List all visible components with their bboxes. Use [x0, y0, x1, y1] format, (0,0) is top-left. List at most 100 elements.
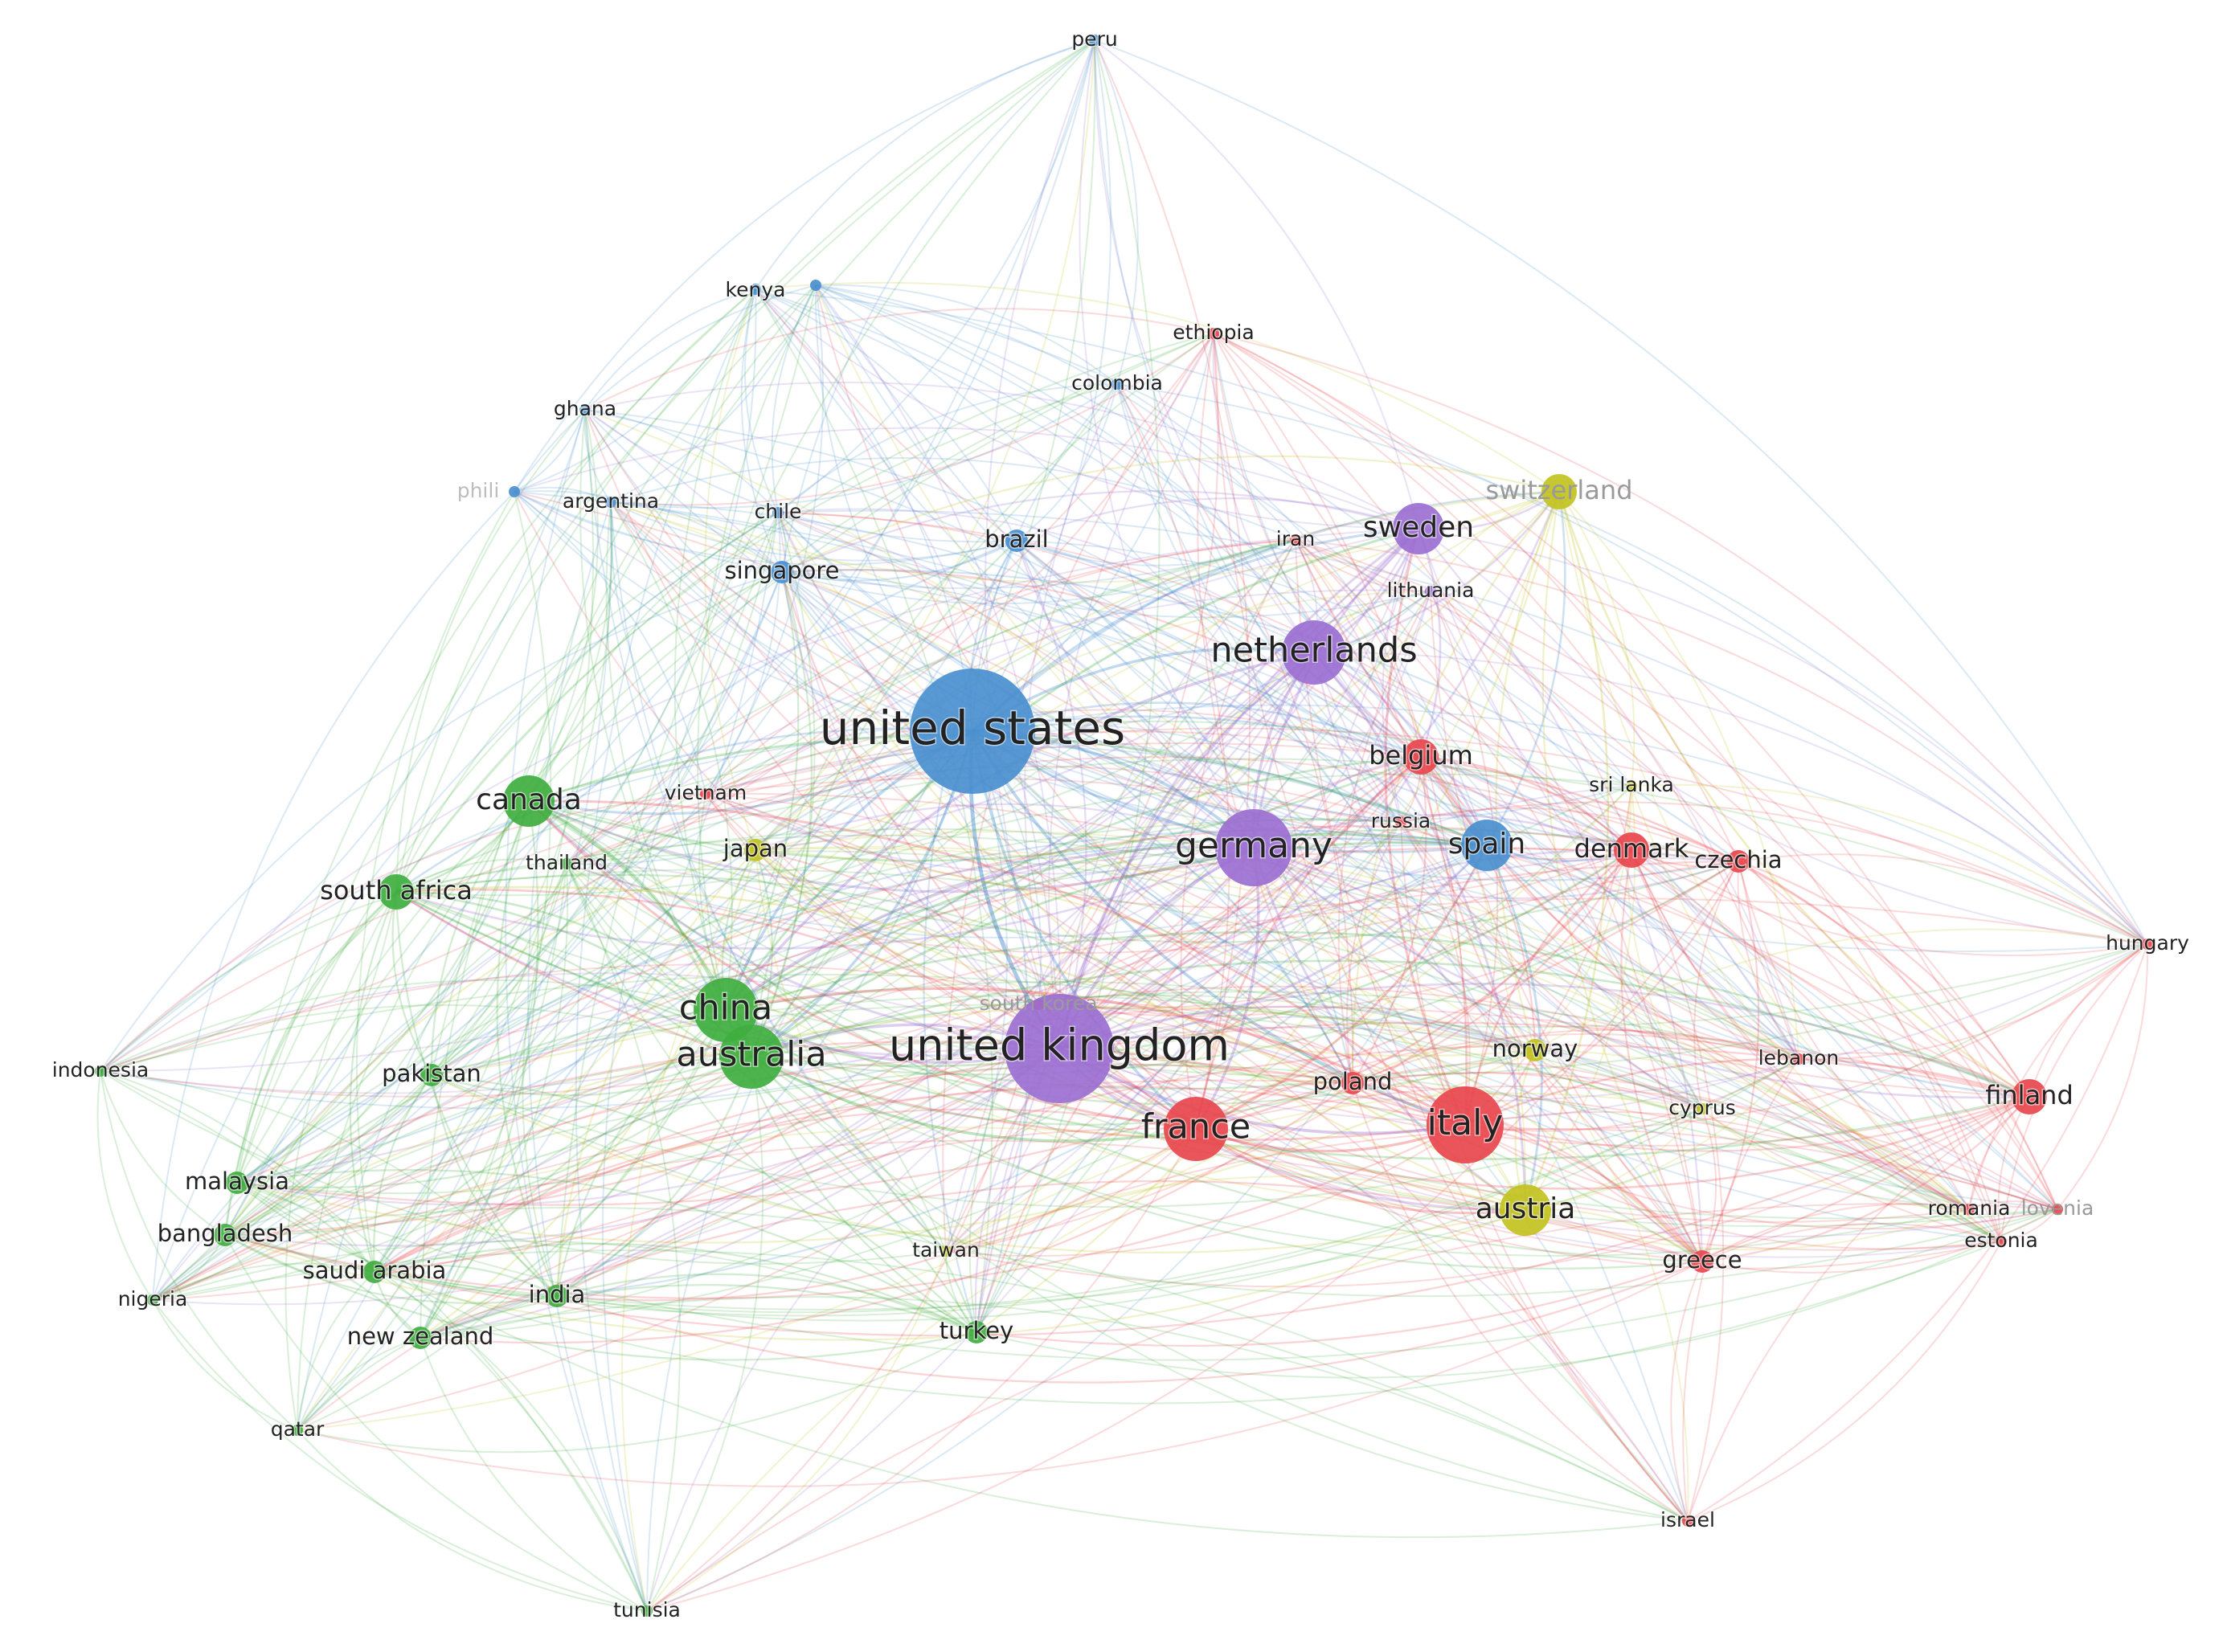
- network-edge: [755, 849, 1536, 1057]
- network-edge: [751, 539, 1296, 1057]
- network-edge: [152, 1249, 1689, 1522]
- node-sweden[interactable]: [1393, 503, 1444, 554]
- network-edge: [755, 528, 1419, 852]
- network-edge: [1352, 1072, 1970, 1210]
- node-finland[interactable]: [2012, 1079, 2047, 1114]
- network-edge: [556, 730, 974, 1297]
- node-label-russia: russia: [1371, 809, 1431, 832]
- network-edge: [1116, 383, 1230, 1130]
- network-edge: [584, 382, 1419, 530]
- network-edge: [297, 1009, 727, 1431]
- node-indonesia[interactable]: [95, 1065, 106, 1077]
- network-edge: [780, 571, 1060, 1049]
- node-estonia[interactable]: [1996, 1236, 2007, 1247]
- node-philippines[interactable]: [509, 486, 520, 497]
- node-switzerland[interactable]: [1541, 474, 1577, 509]
- network-edge: [514, 491, 1060, 1049]
- network-edge: [152, 1127, 1526, 1301]
- node-united-kingdom[interactable]: [1005, 994, 1114, 1103]
- network-edge: [1352, 1028, 1799, 1084]
- node-romania[interactable]: [1963, 1204, 1975, 1215]
- node-france[interactable]: [1164, 1097, 1228, 1161]
- network-edge: [725, 987, 1466, 1127]
- network-edge: [1620, 849, 1704, 1262]
- node-japan[interactable]: [744, 839, 767, 861]
- node-israel[interactable]: [1682, 1515, 1693, 1527]
- network-edge: [528, 799, 1466, 1127]
- node-singapore[interactable]: [771, 561, 793, 583]
- node-italy[interactable]: [1427, 1086, 1504, 1163]
- network-edge: [528, 383, 1118, 802]
- node-greece[interactable]: [1691, 1250, 1713, 1273]
- node-saudi-arabia[interactable]: [363, 1261, 386, 1283]
- node-hungary[interactable]: [2142, 938, 2153, 950]
- node-india[interactable]: [546, 1285, 568, 1307]
- node-austria[interactable]: [1500, 1184, 1551, 1236]
- network-edge: [236, 1047, 1060, 1206]
- node-uganda[interactable]: [810, 280, 821, 291]
- node-ethiopia[interactable]: [1208, 328, 1219, 339]
- network-edge: [1534, 785, 1632, 1051]
- node-belgium[interactable]: [1403, 739, 1439, 775]
- node-pakistan[interactable]: [420, 1064, 443, 1086]
- node-australia[interactable]: [719, 1024, 784, 1089]
- node-slovenia[interactable]: [2052, 1204, 2063, 1215]
- node-poland[interactable]: [1341, 1072, 1364, 1094]
- node-germany[interactable]: [1215, 809, 1292, 886]
- network-edge: [374, 1271, 648, 1612]
- node-argentina[interactable]: [605, 497, 616, 508]
- network-edge: [1968, 943, 2148, 1210]
- node-vietnam[interactable]: [700, 788, 711, 799]
- network-edge: [777, 512, 1466, 1126]
- node-lebanon[interactable]: [1793, 1053, 1804, 1065]
- node-taiwan[interactable]: [940, 1245, 952, 1257]
- network-edge: [646, 1128, 1197, 1612]
- network-edge: [972, 730, 1536, 1052]
- node-brazil[interactable]: [1005, 530, 1028, 552]
- node-sri-lanka[interactable]: [1626, 780, 1637, 791]
- node-thailand[interactable]: [561, 858, 572, 869]
- node-chile[interactable]: [772, 507, 784, 518]
- node-united-states[interactable]: [910, 669, 1035, 794]
- network-edge: [1016, 540, 1970, 1210]
- node-malaysia[interactable]: [226, 1172, 248, 1194]
- node-label-colombia: colombia: [1071, 371, 1163, 395]
- network-edge: [1313, 651, 2148, 945]
- node-iran[interactable]: [1290, 534, 1301, 546]
- node-canada[interactable]: [503, 775, 555, 827]
- network-edge: [584, 409, 1017, 543]
- node-netherlands[interactable]: [1282, 620, 1346, 685]
- node-colombia[interactable]: [1111, 378, 1123, 390]
- network-edge: [1352, 849, 1632, 1085]
- node-tunisia[interactable]: [641, 1605, 653, 1617]
- node-norway[interactable]: [1524, 1039, 1546, 1061]
- node-spain[interactable]: [1461, 820, 1513, 871]
- node-south-africa[interactable]: [379, 874, 414, 910]
- network-edge: [705, 792, 2002, 1242]
- network-edge: [236, 819, 1402, 1184]
- node-bangladesh[interactable]: [214, 1224, 236, 1246]
- network-edge: [1701, 861, 1760, 1262]
- network-edge: [1430, 591, 1703, 1262]
- network-edge: [556, 844, 1488, 1298]
- node-turkey[interactable]: [965, 1321, 988, 1343]
- node-russia[interactable]: [1395, 816, 1406, 828]
- node-czechia[interactable]: [1727, 850, 1750, 873]
- network-edge: [1464, 861, 1740, 1127]
- network-edge: [224, 1208, 1526, 1341]
- network-edge: [1038, 756, 1422, 1005]
- node-new-zealand[interactable]: [409, 1327, 432, 1349]
- node-ghana[interactable]: [579, 404, 591, 415]
- node-kenya[interactable]: [750, 284, 761, 295]
- network-edge: [971, 527, 1419, 733]
- network-edge: [514, 427, 1419, 530]
- node-denmark[interactable]: [1614, 832, 1649, 868]
- node-peru[interactable]: [1089, 35, 1100, 46]
- node-lithuania[interactable]: [1425, 586, 1436, 597]
- network-edge: [1682, 1058, 1799, 1522]
- network-edge: [755, 831, 1799, 1060]
- network-edge: [705, 730, 1739, 862]
- node-qatar[interactable]: [292, 1425, 303, 1436]
- node-nigeria[interactable]: [147, 1294, 158, 1306]
- node-cyprus[interactable]: [1697, 1103, 1708, 1114]
